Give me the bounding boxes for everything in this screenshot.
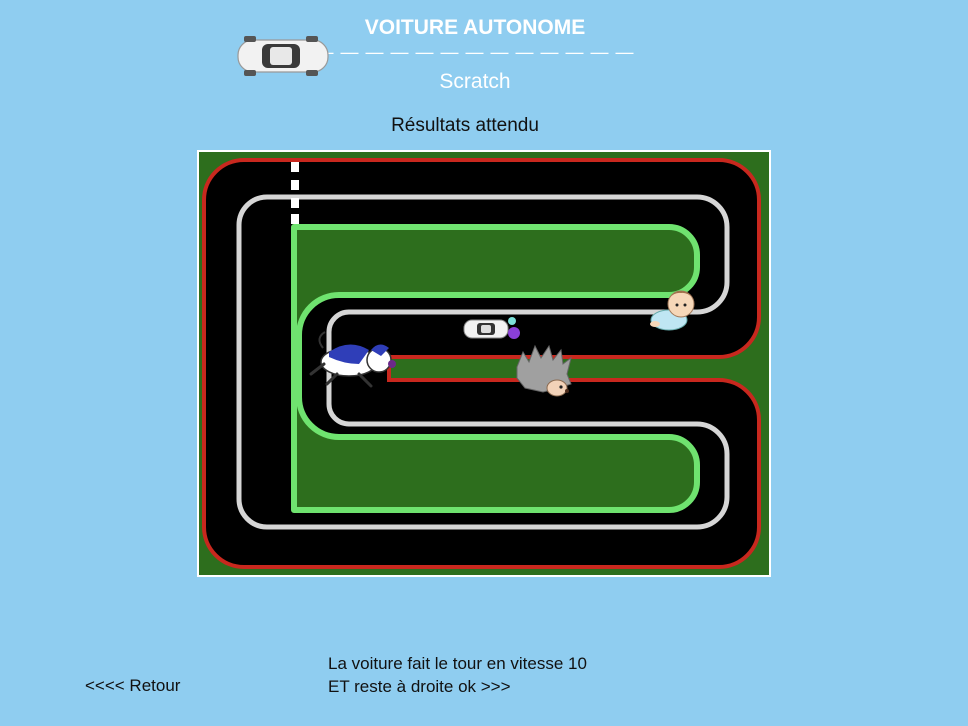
hedgehog-sprite (516, 344, 572, 397)
inner-boundary-line (291, 224, 700, 513)
baby-sprite (650, 290, 695, 331)
title-divider: — — — — — — — — — — — — — (315, 42, 635, 62)
outer-border-line (202, 158, 761, 569)
back-button[interactable]: <<<< Retour (85, 676, 181, 695)
race-track (199, 152, 769, 575)
instruction-text: La voiture fait le tour en vitesse 10 (328, 654, 587, 673)
car-sprite (463, 317, 520, 339)
start-line (291, 162, 299, 224)
app-title: VOITURE AUTONOME (364, 16, 586, 39)
app-subtitle: Scratch (439, 70, 511, 93)
lane-center-line (236, 194, 730, 530)
next-button[interactable]: ET reste à droite ok >>> (328, 677, 511, 696)
car-logo-icon (237, 36, 329, 76)
results-heading: Résultats attendu (391, 115, 539, 136)
dog-sprite (309, 331, 396, 388)
